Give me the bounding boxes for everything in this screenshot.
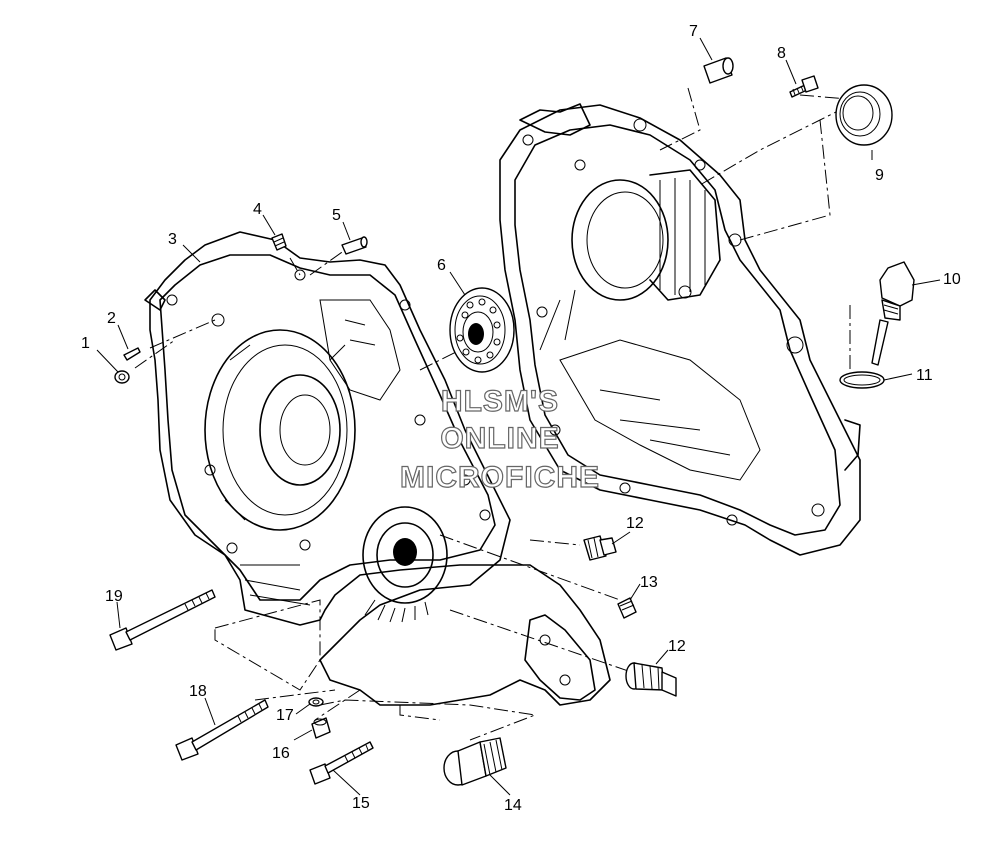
callout-13: 13	[640, 574, 658, 591]
callout-19: 19	[105, 588, 123, 605]
callout-12-upper: 12	[626, 515, 644, 532]
part-19-bolt	[109, 589, 216, 651]
watermark: HLSM'S ONLINE MICROFICHE	[399, 384, 600, 494]
part-8-bolt	[789, 75, 819, 98]
part-9-oil-seal	[835, 84, 893, 146]
callout-8: 8	[777, 45, 786, 62]
part-10-dipstick	[871, 261, 915, 366]
part-13-plug	[617, 597, 637, 619]
right-crankcase-half	[499, 103, 861, 556]
callout-12-lower: 12	[668, 638, 686, 655]
callout-14: 14	[504, 797, 522, 814]
part-16-plug	[311, 717, 331, 739]
callout-16: 16	[272, 745, 290, 762]
callout-5: 5	[332, 207, 341, 224]
callout-17: 17	[276, 707, 294, 724]
callout-1: 1	[81, 335, 90, 352]
watermark-line-1: HLSM'S	[441, 385, 559, 418]
callout-9: 9	[875, 167, 884, 184]
callout-10: 10	[943, 271, 961, 288]
callout-7: 7	[689, 23, 698, 40]
part-5-dowel-pin	[341, 236, 368, 255]
callout-2: 2	[107, 310, 116, 327]
part-6-bearing	[449, 287, 515, 373]
alignment-lines	[134, 87, 862, 741]
part-15-bolt	[309, 741, 374, 785]
part-14-fitting	[443, 737, 507, 786]
watermark-line-2: ONLINE	[440, 422, 559, 455]
callout-18: 18	[189, 683, 207, 700]
part-2-dowel-pin	[123, 347, 141, 361]
part-7-cap	[703, 57, 734, 84]
callout-11: 11	[916, 367, 933, 384]
leader-lines	[96, 37, 941, 796]
callout-15: 15	[352, 795, 370, 812]
callout-3: 3	[168, 231, 177, 248]
part-17-washer	[308, 697, 324, 707]
part-4-pin	[271, 233, 287, 251]
watermark-line-3: MICROFICHE	[400, 461, 600, 494]
part-18-bolt	[175, 699, 269, 761]
callout-labels: 1 2 3 4 5 6 7 8 9 10 11 12 13 12 14 15 1…	[81, 23, 961, 814]
part-12-fitting-upper	[583, 535, 617, 561]
callout-4: 4	[253, 201, 262, 218]
part-11-o-ring	[839, 371, 885, 389]
callout-6: 6	[437, 257, 446, 274]
part-12-fitting-lower	[625, 662, 677, 697]
part-1-nut	[114, 370, 130, 384]
left-crankcase-half	[144, 231, 611, 706]
